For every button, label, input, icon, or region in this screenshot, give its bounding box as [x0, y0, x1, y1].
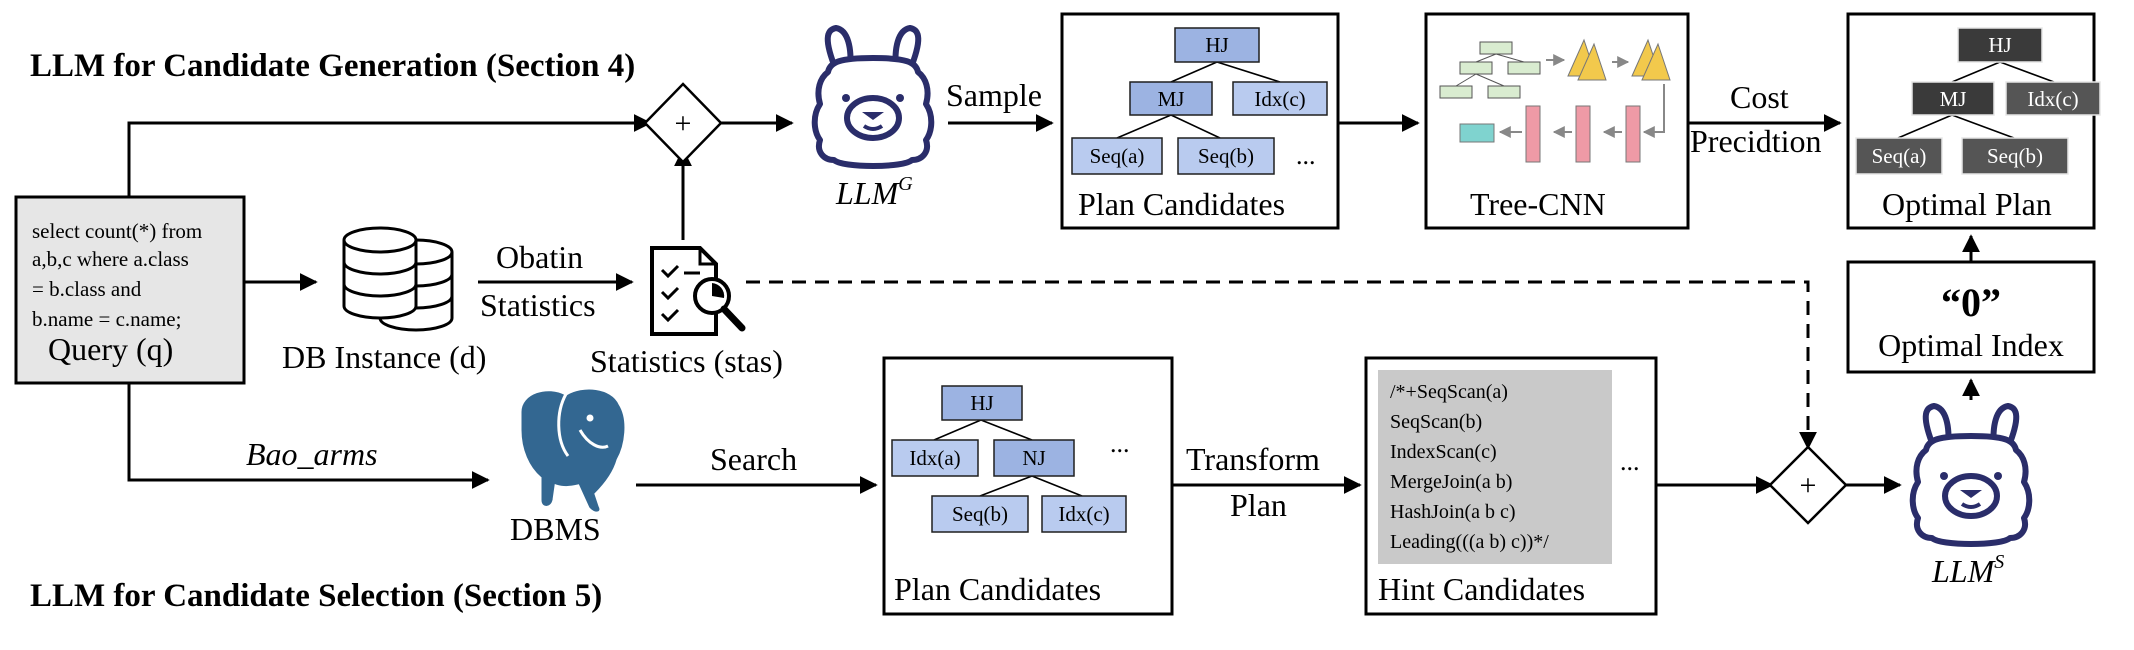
top-plan-ellipsis: ...	[1296, 141, 1316, 170]
obtain-label-1: Obatin	[496, 239, 583, 275]
llm-g-label: LLMG	[835, 173, 913, 211]
query-label: Query (q)	[48, 331, 173, 367]
bottom-plan-idx-c-node: Idx(c)	[1058, 502, 1109, 526]
query-to-dbms-edge	[127, 383, 490, 489]
sample-label: Sample	[946, 77, 1042, 113]
cost-label-1: Cost	[1730, 79, 1789, 115]
hint-ellipsis: ...	[1620, 447, 1640, 476]
optimal-plan-idx-node: Idx(c)	[2027, 87, 2078, 111]
query-line-3: = b.class and	[32, 277, 142, 301]
top-plan-root-node: HJ	[1205, 33, 1228, 57]
statistics-icon	[650, 246, 746, 336]
top-plan-seq-b-node: Seq(b)	[1198, 144, 1254, 168]
top-plan-mj-node: MJ	[1158, 87, 1185, 111]
query-to-plus-edge	[127, 114, 652, 197]
stats-to-selection-plus-edge	[746, 280, 1817, 450]
bao-arms-label: Bao_arms	[246, 436, 378, 472]
query-line-1: select count(*) from	[32, 219, 202, 243]
optimal-plan-label: Optimal Plan	[1882, 186, 2052, 222]
query-line-2: a,b,c where a.class	[32, 247, 189, 271]
query-box: select count(*) from a,b,c where a.class…	[14, 195, 246, 385]
bottom-plan-ellipsis: ...	[1110, 429, 1130, 458]
database-icon	[342, 226, 454, 332]
tree-cnn-icon	[1439, 38, 1671, 163]
optimal-plan-seq-a-node: Seq(a)	[1872, 144, 1927, 168]
hint-candidates-box: /*+SeqScan(a) SeqScan(b) IndexScan(c) Me…	[1364, 356, 1658, 616]
llama-icon-selection	[1909, 403, 2033, 547]
plus-symbol-bottom: +	[1800, 469, 1817, 502]
plan-candidates-top: HJ MJ Idx(c) Seq(a) Seq(b) ... Plan Cand…	[1060, 12, 1340, 230]
optimal-index-label: Optimal Index	[1878, 327, 2064, 363]
plan-candidates-bottom: HJ Idx(a) NJ Seq(b) Idx(c) ... Plan Cand…	[882, 356, 1174, 616]
transform-label-2: Plan	[1230, 487, 1287, 523]
top-plan-idx-node: Idx(c)	[1254, 87, 1305, 111]
hint-line-2: SeqScan(b)	[1390, 411, 1482, 433]
cost-label-2: Precidtion	[1690, 123, 1822, 159]
top-plan-candidates-label: Plan Candidates	[1078, 186, 1285, 222]
generation-title: LLM for Candidate Generation (Section 4)	[30, 48, 635, 84]
transform-label-1: Transform	[1186, 441, 1320, 477]
hint-line-4: MergeJoin(a b)	[1390, 471, 1512, 493]
optimal-plan-mj-node: MJ	[1940, 87, 1967, 111]
bottom-plan-seq-b-node: Seq(b)	[952, 502, 1008, 526]
tree-cnn-box: Tree-CNN	[1424, 12, 1690, 230]
top-plan-seq-a-node: Seq(a)	[1090, 144, 1145, 168]
search-label: Search	[710, 441, 797, 477]
hint-candidates-label: Hint Candidates	[1378, 571, 1585, 607]
hint-line-6: Leading(((a b) c))*/	[1390, 531, 1549, 553]
plus-symbol-top: +	[675, 107, 692, 140]
dbms-label: DBMS	[510, 511, 601, 547]
optimal-index-box: “0” Optimal Index	[1846, 260, 2096, 374]
selection-title: LLM for Candidate Selection (Section 5)	[30, 578, 602, 614]
statistics-label: Statistics (stas)	[590, 343, 783, 379]
query-line-4: b.name = c.name;	[32, 307, 181, 331]
bottom-plan-candidates-label: Plan Candidates	[894, 571, 1101, 607]
bottom-plan-nj-node: NJ	[1022, 446, 1045, 470]
bottom-plan-idx-a-node: Idx(a)	[909, 446, 960, 470]
llama-icon-generation	[811, 25, 935, 169]
optimal-plan-root-node: HJ	[1988, 33, 2011, 57]
obtain-label-2: Statistics	[480, 287, 596, 323]
postgres-elephant-icon	[518, 386, 628, 515]
tree-cnn-label: Tree-CNN	[1470, 186, 1606, 222]
optimal-plan-box: HJ MJ Idx(c) Seq(a) Seq(b) Optimal Plan	[1846, 12, 2101, 230]
optimal-index-value: “0”	[1941, 280, 2001, 325]
hint-line-5: HashJoin(a b c)	[1390, 501, 1516, 523]
hint-line-3: IndexScan(c)	[1390, 441, 1497, 463]
db-instance-label: DB Instance (d)	[282, 339, 486, 375]
llm-s-label: LLMS	[1931, 551, 2004, 589]
bottom-plan-root-node: HJ	[970, 391, 993, 415]
optimal-plan-seq-b-node: Seq(b)	[1987, 144, 2043, 168]
hint-line-1: /*+SeqScan(a)	[1390, 381, 1508, 403]
combine-plus-bottom: +	[1768, 445, 1848, 525]
combine-plus-top: +	[643, 82, 723, 164]
